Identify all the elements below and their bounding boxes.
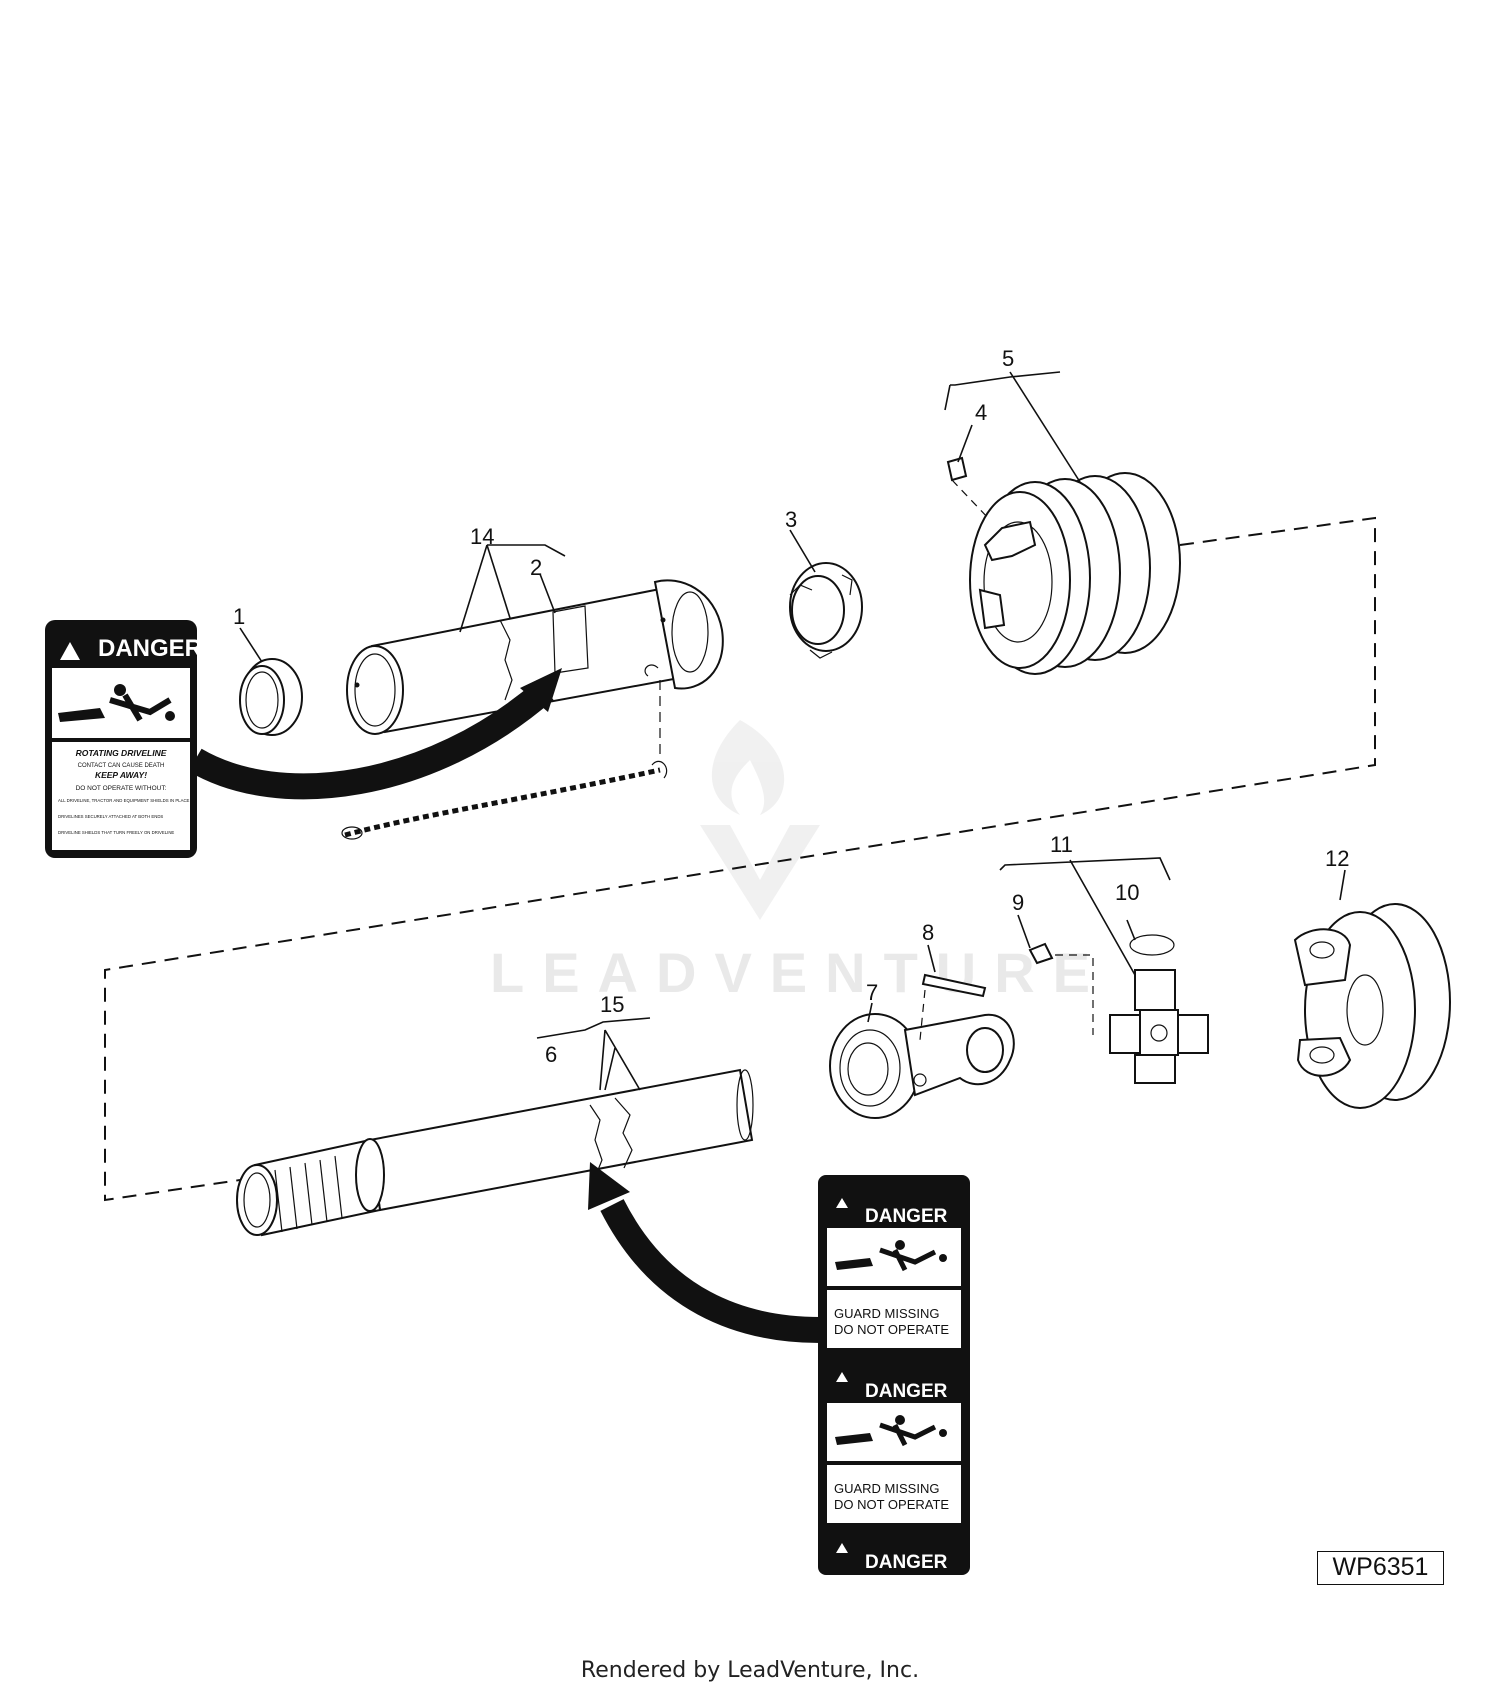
decal-bottom-header-3: DANGER	[865, 1552, 948, 1573]
danger-decal-driveline: DANGER ROTATING DRIVELINE CONTACT CAN CA…	[45, 620, 202, 858]
part-3-bearing-ring	[789, 562, 863, 659]
decal-top-line4: DO NOT OPERATE WITHOUT:	[76, 785, 167, 792]
danger-decal-guard-missing: DANGER GUARD MISSING DO NOT OPERATE DANG…	[818, 1175, 970, 1575]
callout-11: 11	[1050, 832, 1073, 857]
callout-7: 7	[866, 980, 878, 1005]
callout-15: 15	[600, 992, 624, 1017]
watermark-logo	[700, 720, 820, 920]
callout-3: 3	[785, 507, 797, 532]
part-11-cross-bearing	[1092, 958, 1209, 1084]
decal-top-bullet-1: ALL DRIVELINE, TRACTOR AND EQUIPMENT SHI…	[58, 798, 190, 803]
callout-12: 12	[1325, 846, 1349, 871]
part-4-screw	[946, 456, 991, 521]
callout-8: 8	[922, 920, 934, 945]
callout-numbers: 1 2 3 4 5 6 7 8 9 10 11 12 14 15	[233, 346, 1349, 1067]
part-chain	[341, 680, 668, 840]
part-12-flange-yoke	[1293, 903, 1451, 1109]
part-5-bellows-guard	[969, 472, 1181, 675]
footer-credit: Rendered by LeadVenture, Inc.	[580, 1658, 920, 1683]
callout-5: 5	[1002, 346, 1014, 371]
decal-top-header: DANGER	[98, 635, 202, 662]
callout-9: 9	[1012, 890, 1024, 915]
callout-4: 4	[975, 400, 987, 425]
part-14-outer-guard	[346, 579, 724, 735]
watermark: LEADVENTURE	[490, 941, 1109, 1004]
callout-2: 2	[530, 555, 542, 580]
part-7-yoke	[829, 1013, 1015, 1119]
decal-bottom-line2-a: DO NOT OPERATE	[834, 1322, 949, 1337]
entanglement-icon	[835, 1240, 947, 1272]
decal-arrows	[188, 668, 821, 1343]
decal-top-line1: ROTATING DRIVELINE	[76, 748, 167, 758]
assembly-path	[104, 516, 1376, 1202]
callout-14: 14	[470, 524, 494, 549]
entanglement-icon	[58, 684, 175, 722]
entanglement-icon	[835, 1415, 947, 1447]
part-8-pin	[919, 973, 987, 1041]
reference-code: WP6351	[1317, 1551, 1444, 1585]
decal-bottom-line1-a: GUARD MISSING	[834, 1306, 939, 1321]
decal-top-bullet-3: DRIVELINE SHIELDS THAT TURN FREELY ON DR…	[58, 830, 174, 835]
part-9-grease-fitting	[1028, 942, 1090, 965]
decal-top-line2: CONTACT CAN CAUSE DEATH	[78, 763, 165, 769]
part-15-inner-guard	[368, 1068, 754, 1212]
part-1-ring	[239, 658, 303, 736]
decal-bottom-line1-b: GUARD MISSING	[834, 1481, 939, 1496]
callout-leaders	[239, 371, 1346, 1091]
decal-bottom-header-2: DANGER	[865, 1381, 948, 1402]
callout-6: 6	[545, 1042, 557, 1067]
decal-bottom-line2-b: DO NOT OPERATE	[834, 1497, 949, 1512]
part-6-inner-shaft	[236, 1138, 385, 1237]
callout-10: 10	[1115, 880, 1139, 905]
callout-1: 1	[233, 604, 245, 629]
decal-bottom-header-1: DANGER	[865, 1206, 948, 1227]
part-10-snap-ring	[1129, 934, 1175, 956]
decal-top-line3: KEEP AWAY!	[95, 770, 147, 780]
decal-top-bullet-2: DRIVELINES SECURELY ATTACHED AT BOTH END…	[58, 814, 163, 819]
